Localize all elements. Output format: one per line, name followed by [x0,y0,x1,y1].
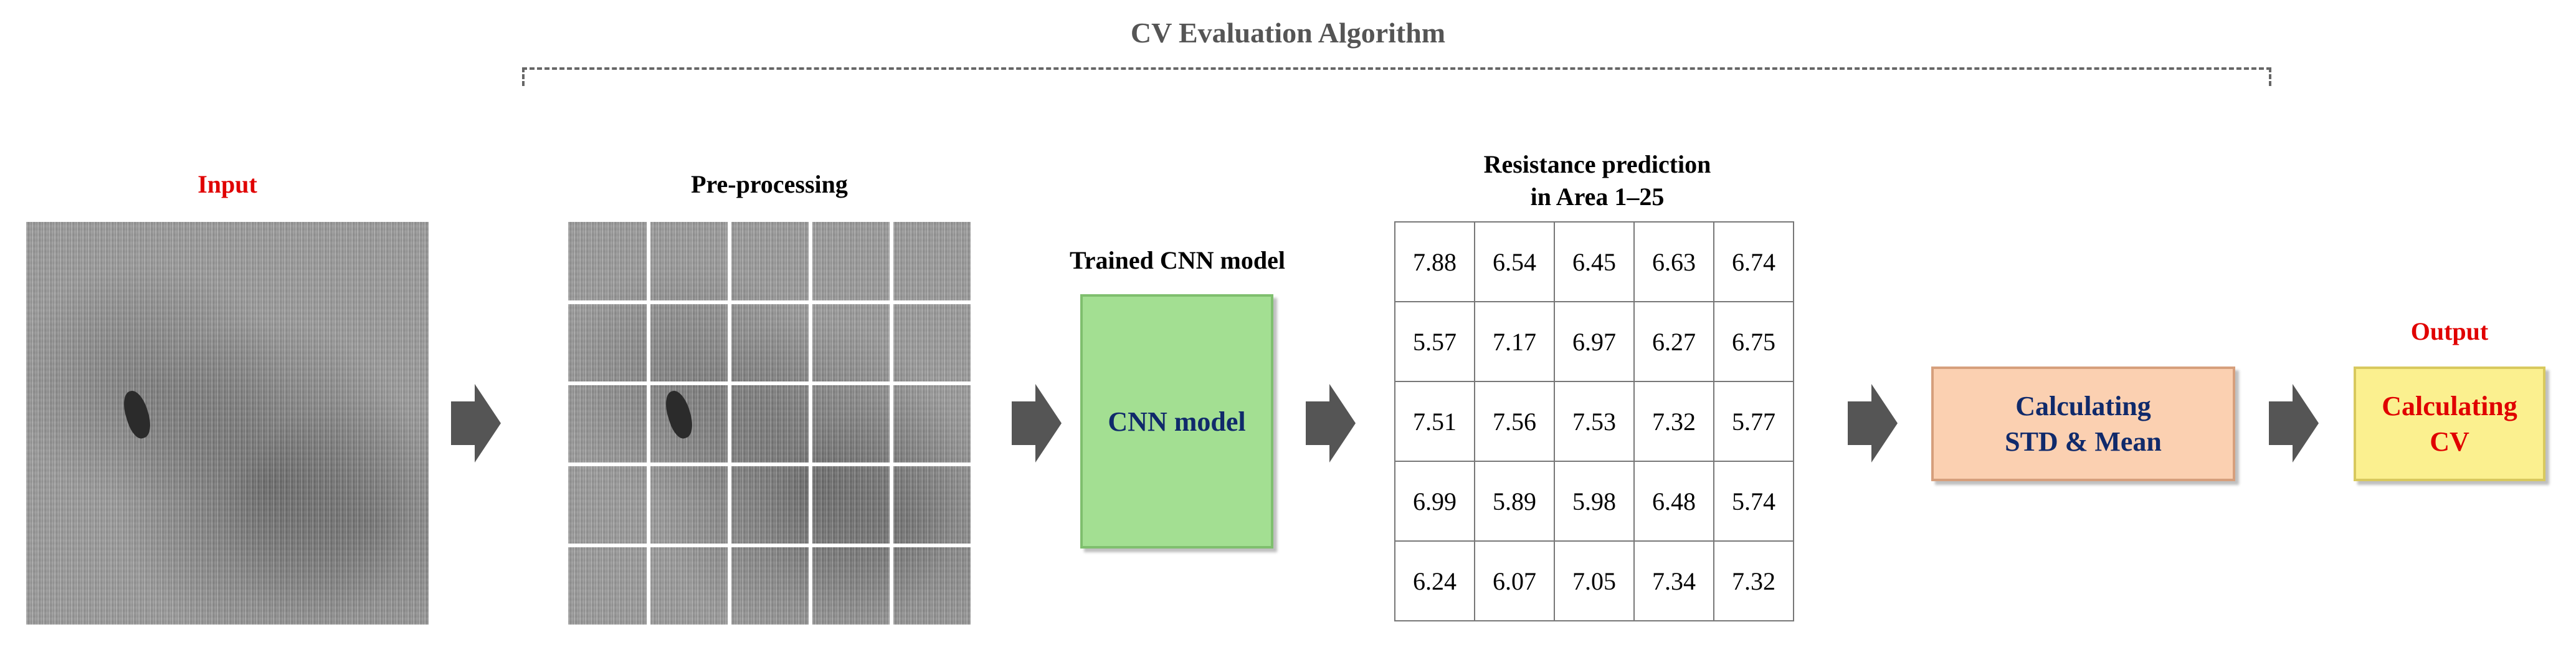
input-surface-image [26,222,429,625]
grid-line [890,222,893,625]
input-label: Input [197,170,257,198]
table-cell: 6.48 [1633,461,1714,542]
table-cell: 7.88 [1394,221,1475,302]
table-cell: 7.53 [1554,381,1635,462]
grid-line [568,544,971,547]
table-cell: 6.27 [1633,301,1714,382]
table-cell: 5.57 [1394,301,1475,382]
output-label: Output [2410,317,2489,345]
table-cell: 6.24 [1394,540,1475,621]
table-cell: 7.17 [1474,301,1555,382]
cv-box: Calculating CV [2354,367,2545,481]
table-cell: 6.63 [1633,221,1714,302]
table-row: 5.57 7.17 6.97 6.27 6.75 [1394,301,1794,382]
preprocessing-label: Pre-processing [691,170,848,198]
cv-box-line1: Calculating [2382,390,2517,421]
table-row: 6.24 6.07 7.05 7.34 7.32 [1394,540,1794,621]
table-row: 7.88 6.54 6.45 6.63 6.74 [1394,221,1794,302]
table-row: 6.99 5.89 5.98 6.48 5.74 [1394,461,1794,542]
table-cell: 6.97 [1554,301,1635,382]
prediction-header-line1: Resistance prediction [1483,150,1711,178]
table-cell: 6.07 [1474,540,1555,621]
defect-spot [118,388,156,441]
diagram-title: CV Evaluation Algorithm [1130,17,1446,49]
defect-spot [660,388,698,441]
grid-line [568,300,971,304]
cnn-header: Trained CNN model [1070,246,1285,274]
grid-line [568,462,971,466]
arrow-right-icon [1306,384,1356,462]
cv-box-line2: CV [2430,426,2469,457]
cnn-model-box: CNN model [1080,294,1273,549]
grid-line [568,381,971,385]
table-cell: 6.75 [1713,301,1794,382]
table-cell: 5.74 [1713,461,1794,542]
table-cell: 5.98 [1554,461,1635,542]
arrow-right-icon [2269,384,2319,462]
resistance-prediction-table: 7.88 6.54 6.45 6.63 6.74 5.57 7.17 6.97 … [1394,221,1794,621]
arrow-right-icon [451,384,501,462]
grid-line [647,222,650,625]
prediction-header: Resistance prediction in Area 1–25 [1394,148,1800,213]
table-cell: 5.89 [1474,461,1555,542]
std-box-line2: STD & Mean [2005,426,2162,457]
table-cell: 7.34 [1633,540,1714,621]
table-cell: 6.74 [1713,221,1794,302]
std-box-line1: Calculating [2015,390,2151,421]
algorithm-bracket [522,67,2271,86]
preprocessed-grid-image [568,222,971,625]
table-cell: 6.45 [1554,221,1635,302]
std-mean-box: Calculating STD & Mean [1931,367,2235,481]
table-cell: 7.32 [1633,381,1714,462]
arrow-right-icon [1848,384,1898,462]
table-cell: 5.77 [1713,381,1794,462]
table-cell: 7.05 [1554,540,1635,621]
table-cell: 7.56 [1474,381,1555,462]
table-cell: 6.54 [1474,221,1555,302]
cnn-model-label: CNN model [1108,406,1246,437]
grid-line [809,222,812,625]
table-cell: 7.32 [1713,540,1794,621]
table-cell: 6.99 [1394,461,1475,542]
grid-line [728,222,731,625]
prediction-header-line2: in Area 1–25 [1530,183,1665,211]
table-cell: 7.51 [1394,381,1475,462]
table-row: 7.51 7.56 7.53 7.32 5.77 [1394,381,1794,462]
arrow-right-icon [1012,384,1062,462]
